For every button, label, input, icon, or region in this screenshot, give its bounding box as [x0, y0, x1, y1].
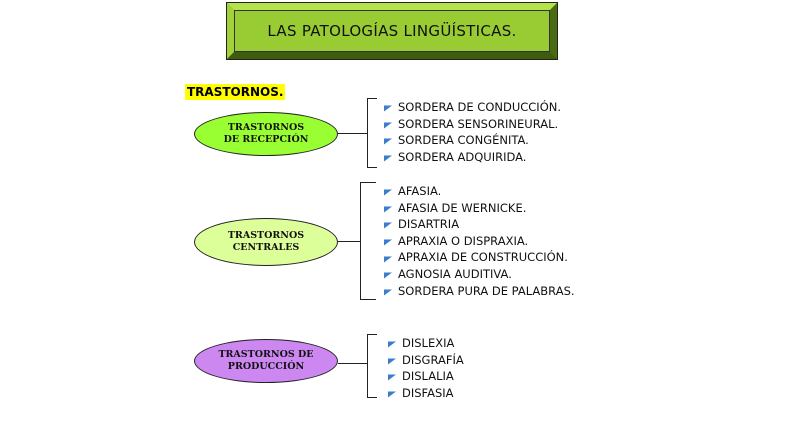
list-item: SORDERA ADQUIRIDA.: [384, 149, 561, 166]
list-item: DISFASIA: [388, 385, 464, 402]
arrow-bullet-icon: [384, 286, 392, 296]
arrow-bullet-icon: [388, 355, 396, 365]
ellipse-produccion-line2: PRODUCCIÓN: [227, 361, 305, 372]
arrow-bullet-icon: [384, 220, 392, 229]
arrow-bullet-icon: [384, 203, 392, 213]
list-item: DISARTRIA: [384, 216, 575, 233]
ellipse-recepcion-line2: DE RECEPCIÓN: [223, 134, 309, 145]
ellipse-recepcion-line1: TRASTORNOS: [227, 122, 305, 133]
arrow-bullet-icon: [384, 186, 392, 196]
title-bevel-right: [550, 2, 558, 60]
section-label: TRASTORNOS.: [185, 84, 286, 100]
ellipse-recepcion: TRASTORNOS DE RECEPCIÓN: [194, 112, 338, 156]
arrow-bullet-icon: [388, 338, 396, 348]
list-item: AFASIA.: [384, 183, 575, 200]
ellipse-produccion-line1: TRASTORNOS DE: [218, 349, 314, 360]
ellipse-centrales-line2: CENTRALES: [232, 242, 300, 253]
list-produccion: DISLEXIA DISGRAFÍA DISLALIA DISFASIA: [388, 335, 464, 401]
arrow-bullet-icon: [388, 372, 396, 381]
title-face: [234, 10, 550, 52]
list-item: APRAXIA DE CONSTRUCCIÓN.: [384, 249, 575, 266]
arrow-bullet-icon: [384, 119, 392, 129]
list-item: SORDERA DE CONDUCCIÓN.: [384, 99, 561, 116]
list-item: AGNOSIA AUDITIVA.: [384, 266, 575, 283]
list-item: SORDERA CONGÉNITA.: [384, 132, 561, 149]
bracket-centrales: [360, 182, 376, 300]
list-item: SORDERA SENSORINEURAL.: [384, 116, 561, 133]
connector-produccion: [338, 363, 367, 364]
title-banner: LAS PATOLOGÍAS LINGÜÍSTICAS.: [226, 2, 558, 60]
ellipse-centrales: TRASTORNOS CENTRALES: [194, 218, 338, 266]
title-bevel-bottom: [226, 52, 558, 60]
list-item: SORDERA PURA DE PALABRAS.: [384, 283, 575, 300]
ellipse-centrales-line1: TRASTORNOS: [227, 230, 305, 241]
arrow-bullet-icon: [384, 253, 392, 263]
page-title: LAS PATOLOGÍAS LINGÜÍSTICAS.: [267, 22, 517, 40]
title-bevel-left: [226, 2, 234, 60]
list-recepcion: SORDERA DE CONDUCCIÓN. SORDERA SENSORINE…: [384, 99, 561, 165]
title-bevel-top: [226, 2, 558, 10]
list-item: DISLALIA: [388, 368, 464, 385]
list-item: AFASIA DE WERNICKE.: [384, 200, 575, 217]
list-item: APRAXIA O DISPRAXIA.: [384, 233, 575, 250]
list-item: DISLEXIA: [388, 335, 464, 352]
arrow-bullet-icon: [384, 236, 392, 246]
arrow-bullet-icon: [384, 269, 392, 279]
bracket-recepcion: [367, 98, 377, 168]
connector-recepcion: [338, 133, 367, 134]
list-item: DISGRAFÍA: [388, 352, 464, 369]
arrow-bullet-icon: [384, 152, 392, 162]
list-centrales: AFASIA. AFASIA DE WERNICKE. DISARTRIA AP…: [384, 183, 575, 299]
arrow-bullet-icon: [384, 136, 392, 145]
arrow-bullet-icon: [384, 102, 392, 112]
bracket-produccion: [367, 334, 377, 398]
title-outline: [226, 2, 558, 60]
connector-centrales: [338, 241, 360, 242]
ellipse-produccion: TRASTORNOS DE PRODUCCIÓN: [194, 339, 338, 383]
arrow-bullet-icon: [388, 388, 396, 398]
